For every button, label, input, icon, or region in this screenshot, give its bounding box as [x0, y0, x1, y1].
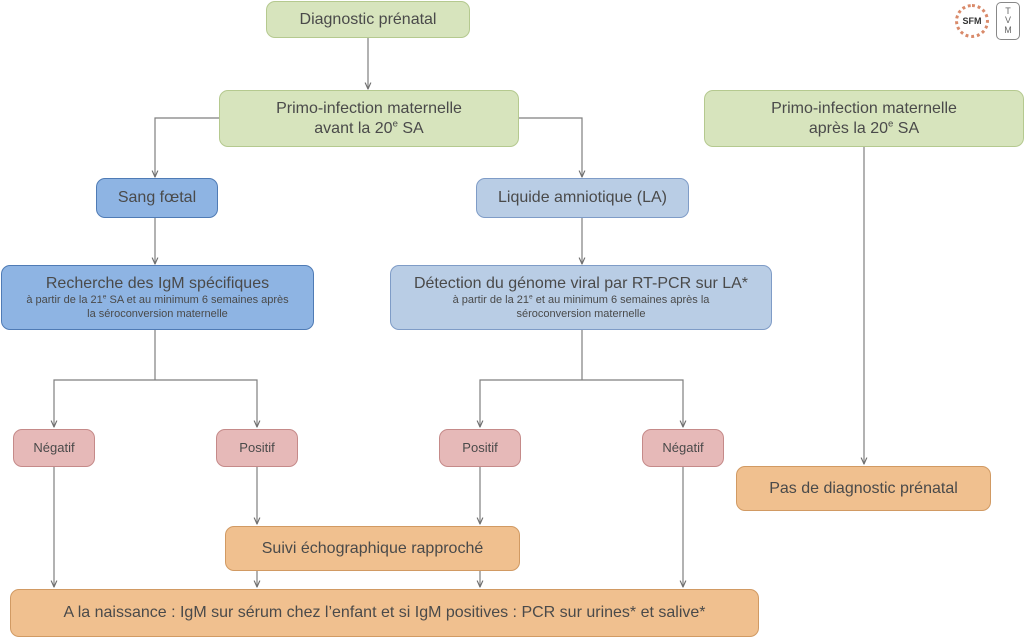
sfm-logo-text: SFM: [962, 16, 982, 26]
diagnostic-prenatal-label: Diagnostic prénatal: [299, 10, 437, 28]
liquide-amniotique-label: Liquide amniotique (LA): [498, 189, 667, 207]
tvm-logo-v: V: [1004, 15, 1011, 26]
igm-negatif-label: Négatif: [33, 440, 75, 456]
connector-primo-sang: [155, 117, 219, 177]
igm-positif-label: Positif: [239, 440, 275, 456]
primo-infection-apres-box: Primo-infection maternelle après la 20e …: [704, 90, 1024, 147]
connector-to-igm-positif: [155, 379, 257, 427]
primo-apres-line1: Primo-infection maternelle: [771, 100, 957, 118]
detection-genome-sub2: séroconversion maternelle: [516, 308, 646, 321]
connector-to-pcr-negatif: [582, 379, 683, 427]
recherche-igm-sub2: la séroconversion maternelle: [87, 308, 228, 321]
connector-to-igm-negatif: [54, 379, 155, 427]
tvm-logo: T V M: [996, 2, 1020, 40]
naissance-box: A la naissance : IgM sur sérum chez l’en…: [10, 589, 759, 637]
pcr-positif-box: Positif: [439, 429, 521, 467]
recherche-igm-box: Recherche des IgM spécifiques à partir d…: [1, 265, 314, 330]
diagnostic-prenatal-box: Diagnostic prénatal: [266, 1, 470, 38]
primo-avant-line2: avant la 20e SA: [314, 118, 424, 137]
detection-genome-title: Détection du génome viral par RT-PCR sur…: [413, 274, 749, 292]
primo-apres-line2: après la 20e SA: [808, 118, 920, 137]
pas-de-diagnostic-label: Pas de diagnostic prénatal: [769, 479, 958, 497]
tvm-logo-t: T: [1005, 5, 1011, 16]
liquide-amniotique-box: Liquide amniotique (LA): [476, 178, 689, 218]
pcr-negatif-box: Négatif: [642, 429, 724, 467]
tvm-logo-m: M: [1004, 24, 1012, 35]
igm-positif-box: Positif: [216, 429, 298, 467]
primo-infection-avant-box: Primo-infection maternelle avant la 20e …: [219, 90, 519, 147]
suivi-echographique-label: Suivi échographique rapproché: [261, 539, 484, 557]
pcr-negatif-label: Négatif: [662, 440, 704, 456]
pas-de-diagnostic-box: Pas de diagnostic prénatal: [736, 466, 991, 511]
sfm-logo: SFM: [955, 4, 989, 38]
connector-to-pcr-positif: [480, 379, 582, 427]
connector-primo-la: [519, 117, 582, 177]
igm-negatif-box: Négatif: [13, 429, 95, 467]
sang-foetal-label: Sang fœtal: [117, 189, 197, 207]
recherche-igm-sub1: à partir de la 21e SA et au minimum 6 se…: [26, 293, 289, 306]
pcr-positif-label: Positif: [462, 440, 498, 456]
detection-genome-box: Détection du génome viral par RT-PCR sur…: [390, 265, 772, 330]
sang-foetal-box: Sang fœtal: [96, 178, 218, 218]
suivi-echographique-box: Suivi échographique rapproché: [225, 526, 520, 571]
primo-avant-line1: Primo-infection maternelle: [276, 100, 462, 118]
naissance-label: A la naissance : IgM sur sérum chez l’en…: [63, 604, 706, 622]
detection-genome-sub1: à partir de la 21e et au minimum 6 semai…: [452, 293, 710, 306]
recherche-igm-title: Recherche des IgM spécifiques: [45, 274, 270, 292]
